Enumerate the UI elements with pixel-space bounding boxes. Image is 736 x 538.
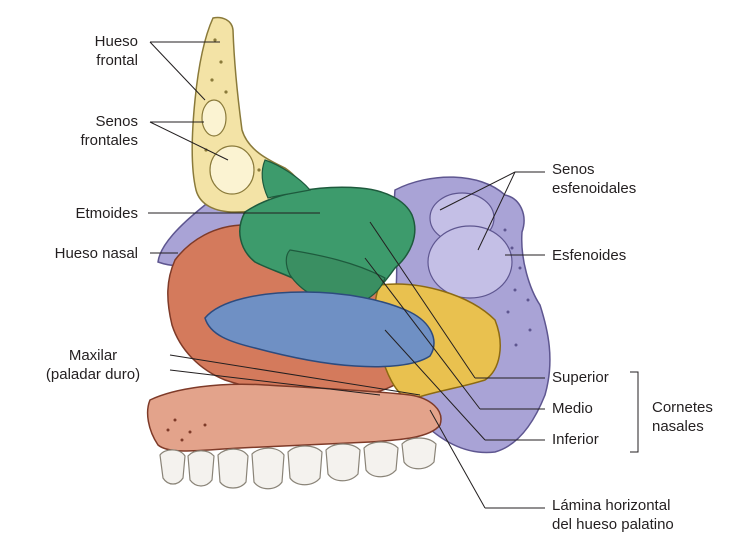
tooth bbox=[160, 450, 185, 484]
label-hueso-nasal: Hueso nasal bbox=[55, 244, 138, 263]
tooth bbox=[288, 446, 322, 485]
label-etmoides: Etmoides bbox=[75, 204, 138, 223]
frontal-sinus-upper bbox=[202, 100, 226, 136]
sphenoid-sinus-lower bbox=[428, 226, 512, 298]
label-hueso-frontal: Hueso frontal bbox=[95, 32, 138, 70]
tooth bbox=[326, 444, 360, 481]
label-senos-frontales: Senos frontales bbox=[80, 112, 138, 150]
frontal-sinus-lower bbox=[210, 146, 254, 194]
label-maxilar: Maxilar (paladar duro) bbox=[28, 346, 158, 384]
tooth bbox=[364, 442, 398, 477]
label-cornete-superior: Superior bbox=[552, 368, 609, 387]
label-esfenoides: Esfenoides bbox=[552, 246, 626, 265]
tooth bbox=[252, 448, 284, 489]
label-senos-esfenoidales: Senos esfenoidales bbox=[552, 160, 636, 198]
hard-palate bbox=[148, 384, 441, 451]
label-cornete-medio: Medio bbox=[552, 399, 593, 418]
label-cornetes-nasales: Cornetes nasales bbox=[652, 398, 713, 436]
label-cornete-inferior: Inferior bbox=[552, 430, 599, 449]
tooth bbox=[188, 451, 214, 486]
label-lamina-horizontal: Lámina horizontal del hueso palatino bbox=[552, 496, 674, 534]
tooth bbox=[402, 438, 436, 469]
tooth bbox=[218, 449, 248, 488]
